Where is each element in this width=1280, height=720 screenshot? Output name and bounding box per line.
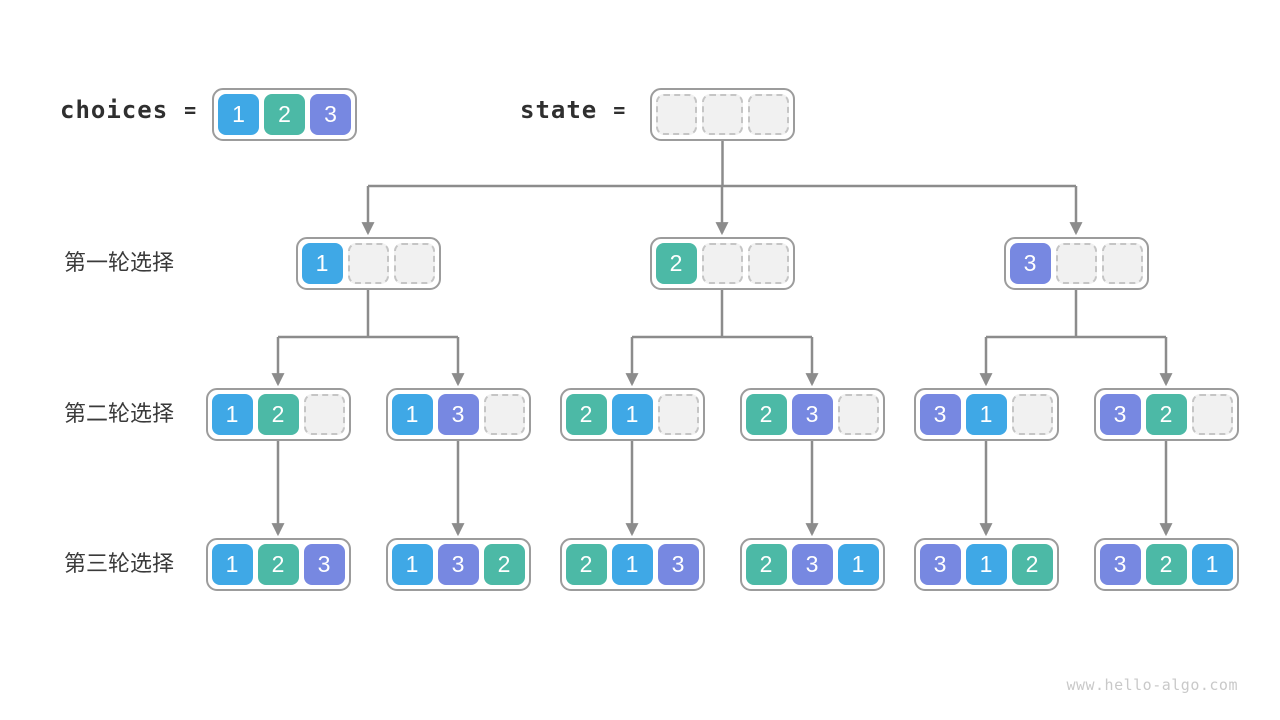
array-cell-3: 3 (1099, 394, 1141, 435)
choices-expression: choices = (60, 96, 197, 124)
array-cell-1: 1 (218, 94, 259, 135)
array-cell-3: 3 (310, 94, 351, 135)
array-cell-3: 3 (1009, 243, 1051, 284)
array-cell-1: 1 (965, 544, 1007, 585)
array-cell-3: 3 (791, 394, 833, 435)
array-cell-2: 2 (1011, 544, 1053, 585)
equals-sign: = (184, 98, 198, 122)
array-cell-1: 1 (211, 544, 253, 585)
array-cell-empty (483, 394, 525, 435)
array-cell-empty (656, 94, 697, 135)
state-expression: state = (520, 96, 626, 124)
round-1-state-box: 3 (1003, 237, 1149, 290)
array-cell-empty (303, 394, 345, 435)
array-cell-3: 3 (919, 544, 961, 585)
array-cell-3: 3 (303, 544, 345, 585)
tree-edges (271, 139, 1173, 537)
round-1-state-box: 2 (649, 237, 795, 290)
array-cell-1: 1 (301, 243, 343, 284)
array-cell-2: 2 (1145, 544, 1187, 585)
array-cell-empty (393, 243, 435, 284)
array-cell-3: 3 (919, 394, 961, 435)
array-cell-empty (837, 394, 879, 435)
watermark: www.hello-algo.com (1066, 676, 1238, 694)
array-cell-empty (1011, 394, 1053, 435)
choices-label: choices (60, 96, 169, 124)
array-cell-3: 3 (1099, 544, 1141, 585)
round-3-label: 第三轮选择 (64, 551, 175, 576)
array-cell-empty (657, 394, 699, 435)
array-cell-empty (747, 243, 789, 284)
array-cell-3: 3 (437, 544, 479, 585)
array-cell-1: 1 (211, 394, 253, 435)
array-cell-3: 3 (657, 544, 699, 585)
array-cell-2: 2 (257, 544, 299, 585)
round-1-label: 第一轮选择 (64, 250, 175, 275)
array-cell-2: 2 (565, 394, 607, 435)
array-cell-3: 3 (437, 394, 479, 435)
array-cell-1: 1 (611, 394, 653, 435)
array-cell-2: 2 (257, 394, 299, 435)
array-cell-empty (1191, 394, 1233, 435)
state-array (650, 88, 795, 141)
array-cell-3: 3 (791, 544, 833, 585)
array-cell-empty (748, 94, 789, 135)
array-cell-empty (701, 243, 743, 284)
array-cell-1: 1 (391, 544, 433, 585)
state-label: state (520, 96, 598, 124)
array-cell-2: 2 (483, 544, 525, 585)
array-cell-1: 1 (965, 394, 1007, 435)
array-cell-1: 1 (391, 394, 433, 435)
array-cell-empty (702, 94, 743, 135)
array-cell-2: 2 (565, 544, 607, 585)
array-cell-2: 2 (1145, 394, 1187, 435)
array-cell-1: 1 (1191, 544, 1233, 585)
array-cell-2: 2 (655, 243, 697, 284)
array-cell-2: 2 (264, 94, 305, 135)
equals-sign: = (613, 98, 627, 122)
array-cell-1: 1 (611, 544, 653, 585)
array-cell-1: 1 (837, 544, 879, 585)
round-1-state-box: 1 (295, 237, 441, 290)
array-cell-empty (1055, 243, 1097, 284)
array-cell-empty (347, 243, 389, 284)
array-cell-empty (1101, 243, 1143, 284)
round-2-label: 第二轮选择 (64, 401, 175, 426)
array-cell-2: 2 (745, 544, 787, 585)
array-cell-2: 2 (745, 394, 787, 435)
